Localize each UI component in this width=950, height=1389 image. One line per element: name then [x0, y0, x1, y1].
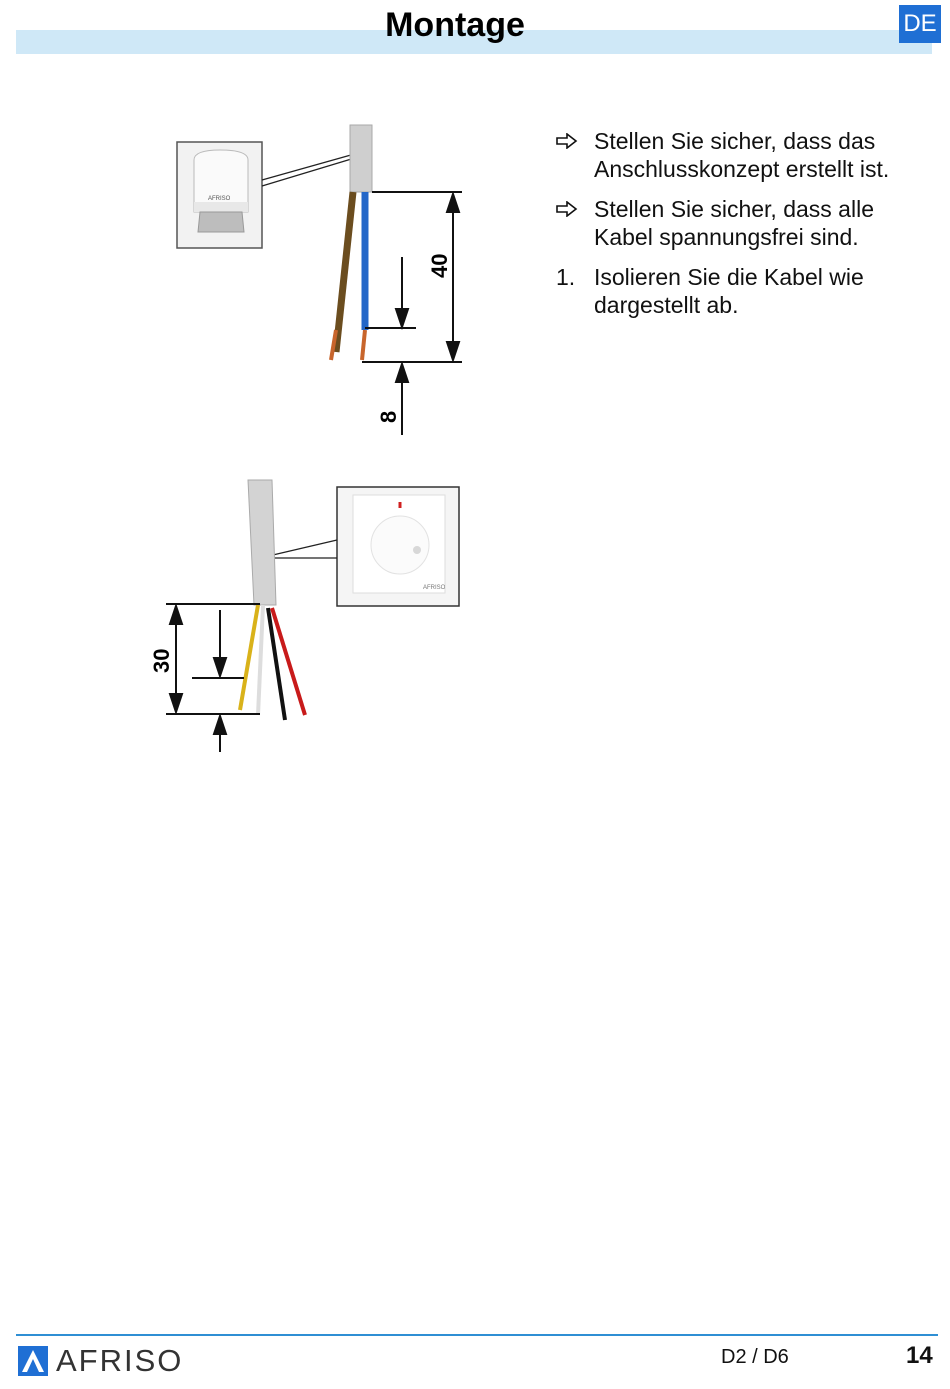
thermostat-inset: AFRISO — [336, 486, 460, 607]
dimension-label: 8 — [376, 411, 401, 423]
wire — [266, 607, 287, 721]
dimension-label: 30 — [149, 649, 174, 673]
instruction-text: Stellen Sie sicher, dass das Anschlussko… — [594, 128, 890, 182]
afriso-logo-icon — [18, 1346, 48, 1376]
wire-core — [329, 329, 338, 361]
list-item: Stellen Sie sicher, dass alle Kabel span… — [556, 195, 936, 251]
footer-divider — [16, 1334, 938, 1336]
actuator-cable-figure: AFRISO 40 8 — [176, 124, 462, 435]
logo-text: AFRISO — [56, 1343, 184, 1378]
dimension-label: 40 — [427, 254, 452, 278]
wire-core — [360, 329, 367, 361]
language-badge: DE — [899, 5, 941, 43]
afriso-logo: AFRISO — [18, 1343, 183, 1379]
instruction-list: Stellen Sie sicher, dass das Anschlussko… — [556, 127, 936, 331]
wire — [332, 191, 357, 353]
wire — [238, 604, 260, 711]
arrow-right-icon — [556, 127, 594, 183]
callout-line — [261, 152, 359, 181]
list-item: 1. Isolieren Sie die Kabel wie dargestel… — [556, 263, 936, 319]
cable-sheath — [349, 124, 373, 193]
page-title: Montage — [385, 6, 525, 44]
page-number: 14 — [906, 1342, 933, 1369]
instruction-text: Isolieren Sie die Kabel wie dargestellt … — [594, 264, 864, 318]
document-id: D2 / D6 — [721, 1346, 789, 1368]
wire — [270, 607, 307, 716]
list-item: Stellen Sie sicher, dass das Anschlussko… — [556, 127, 936, 183]
header-band — [16, 30, 932, 54]
device-brand-label: AFRISO — [423, 585, 446, 591]
instruction-text: Stellen Sie sicher, dass alle Kabel span… — [594, 196, 874, 250]
thermostat-cable-figure: AFRISO 30 — [149, 479, 460, 752]
dimension-lines — [362, 190, 462, 435]
device-brand-label: AFRISO — [208, 196, 231, 202]
arrow-right-icon — [556, 195, 594, 251]
step-number: 1. — [556, 264, 576, 290]
dimension-lines — [166, 602, 260, 752]
actuator-inset: AFRISO — [176, 141, 263, 249]
callout-line — [261, 156, 359, 187]
wire — [256, 604, 265, 716]
cable-sheath — [247, 479, 277, 606]
